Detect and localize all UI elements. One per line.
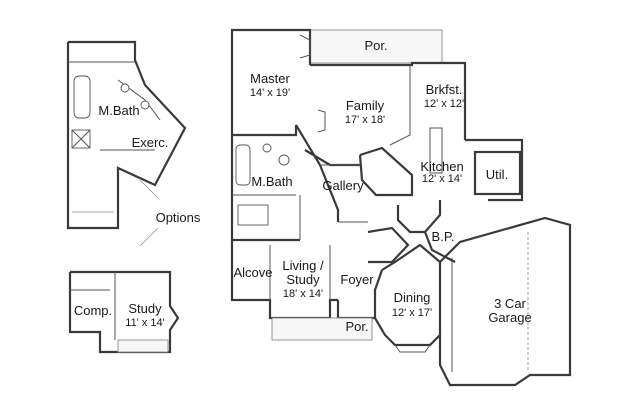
rear-porch-label: Por. [364,38,387,53]
living-dims: 18' x 14' [283,288,323,300]
living-label-line2: Study [286,272,320,287]
options-heading: Options [156,210,201,225]
option-a-mbath-label: M.Bath [98,103,139,118]
brkfst-dims: 12' x 12' [424,98,464,110]
gallery-label: Gallery [322,178,364,193]
alcove-label: Alcove [233,265,272,280]
foyer-label: Foyer [340,272,374,287]
option-b-study-label: Study [128,301,162,316]
garage-label-line2: Garage [488,310,531,325]
option-a-plan: M.Bath Exerc. [66,40,187,230]
dining-label: Dining [394,290,431,305]
option-a-exerc-label: Exerc. [132,135,169,150]
brkfst-label: Brkfst. [426,82,463,97]
master-dims: 14' x 19' [250,87,290,99]
front-porch-label: Por. [345,319,368,334]
family-label: Family [346,98,385,113]
kitchen-dims: 12' x 14' [422,173,462,185]
bp-label: B.P. [432,229,455,244]
rear-porch: Por. [309,29,443,64]
main-house-walls [230,28,572,387]
option-b-comp-label: Comp. [74,303,112,318]
room-labels: Master 14' x 19' Family 17' x 18' Brkfst… [233,71,531,334]
option-b-plan: Comp. Study 11' x 14' [68,270,180,354]
master-label: Master [250,71,290,86]
mbath-label: M.Bath [251,174,292,189]
option-b-study-dims: 11' x 14' [125,317,164,329]
util-label: Util. [486,167,508,182]
kitchen-label: Kitchen [420,159,463,174]
options-connector: Options [139,179,201,247]
family-dims: 17' x 18' [345,114,385,126]
garage-label-line1: 3 Car [494,296,526,311]
living-label-line1: Living / [282,258,324,273]
dining-dims: 12' x 17' [392,307,432,319]
